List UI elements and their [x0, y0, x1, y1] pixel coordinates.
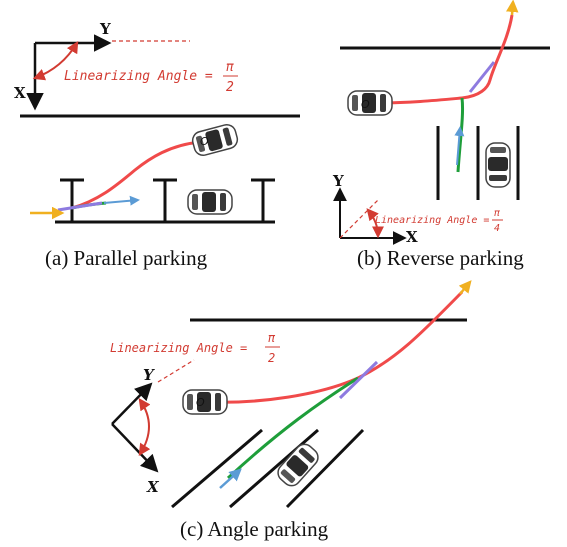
- angle-denominator: 2: [268, 351, 275, 365]
- ego-car: [182, 389, 228, 415]
- parked-car: [273, 439, 323, 491]
- reference-dashed-line: [157, 359, 195, 383]
- angle-numerator: π: [268, 331, 276, 345]
- angle-arc: [32, 40, 79, 81]
- heading-arrow-blue: [219, 468, 242, 489]
- trajectory-red: [374, 14, 514, 105]
- axis-y-arrow: [111, 382, 153, 425]
- caption: (c) Angle parking: [180, 517, 329, 541]
- trajectory-red: [71, 140, 201, 210]
- heading-arrow-blue: [454, 126, 465, 166]
- caption: (a) Parallel parking: [45, 246, 208, 270]
- parked-car: [187, 189, 233, 215]
- axis-y-label: Y: [332, 172, 344, 190]
- axis-x-arrow: [111, 423, 159, 473]
- ego-car: [189, 121, 241, 159]
- axis-y-label: Y: [99, 20, 111, 38]
- trajectory-green: [226, 376, 359, 480]
- angle-numerator: π: [494, 208, 500, 219]
- panel-parallel: Y X Linearizing Angle = π 2 O (a) Parall…: [14, 20, 300, 270]
- bay-lines: [436, 126, 520, 200]
- heading-arrow-blue: [103, 195, 140, 206]
- origin-label: O: [200, 135, 209, 148]
- parked-car: [485, 142, 511, 188]
- angle-label: Linearizing Angle =: [110, 341, 247, 355]
- ego-car: [347, 90, 393, 116]
- bay-lines: [171, 428, 365, 509]
- angle-label: Linearizing Angle =: [375, 215, 489, 226]
- caption: (b) Reverse parking: [357, 246, 524, 270]
- angle-denominator: 4: [494, 223, 500, 234]
- origin-label: O: [361, 98, 370, 111]
- bay-separator: [60, 178, 275, 222]
- orientation-marker: [338, 360, 379, 400]
- orientation-marker: [57, 201, 103, 212]
- orientation-marker: [468, 61, 496, 93]
- panel-angle: O Linearizing Angle = π 2 Y X (c) Angle …: [110, 280, 472, 541]
- angle-denominator: 2: [226, 80, 234, 95]
- axis-x-label: X: [406, 228, 418, 246]
- panel-reverse: O Y X Linearizing Angle = π 4 (b) Revers…: [332, 0, 550, 270]
- axis-x-label: X: [146, 478, 160, 496]
- angle-arc: [138, 398, 151, 457]
- exit-arrow-orange: [506, 0, 519, 16]
- axis-x-label: X: [14, 84, 26, 102]
- angle-numerator: π: [226, 60, 234, 75]
- axis-y-label: Y: [143, 366, 155, 384]
- origin-label: O: [196, 396, 205, 409]
- angle-arc: [366, 208, 384, 239]
- exit-arrow-orange: [458, 280, 472, 295]
- reference-dashed-line: [339, 199, 379, 239]
- angle-label: Linearizing Angle =: [64, 69, 213, 84]
